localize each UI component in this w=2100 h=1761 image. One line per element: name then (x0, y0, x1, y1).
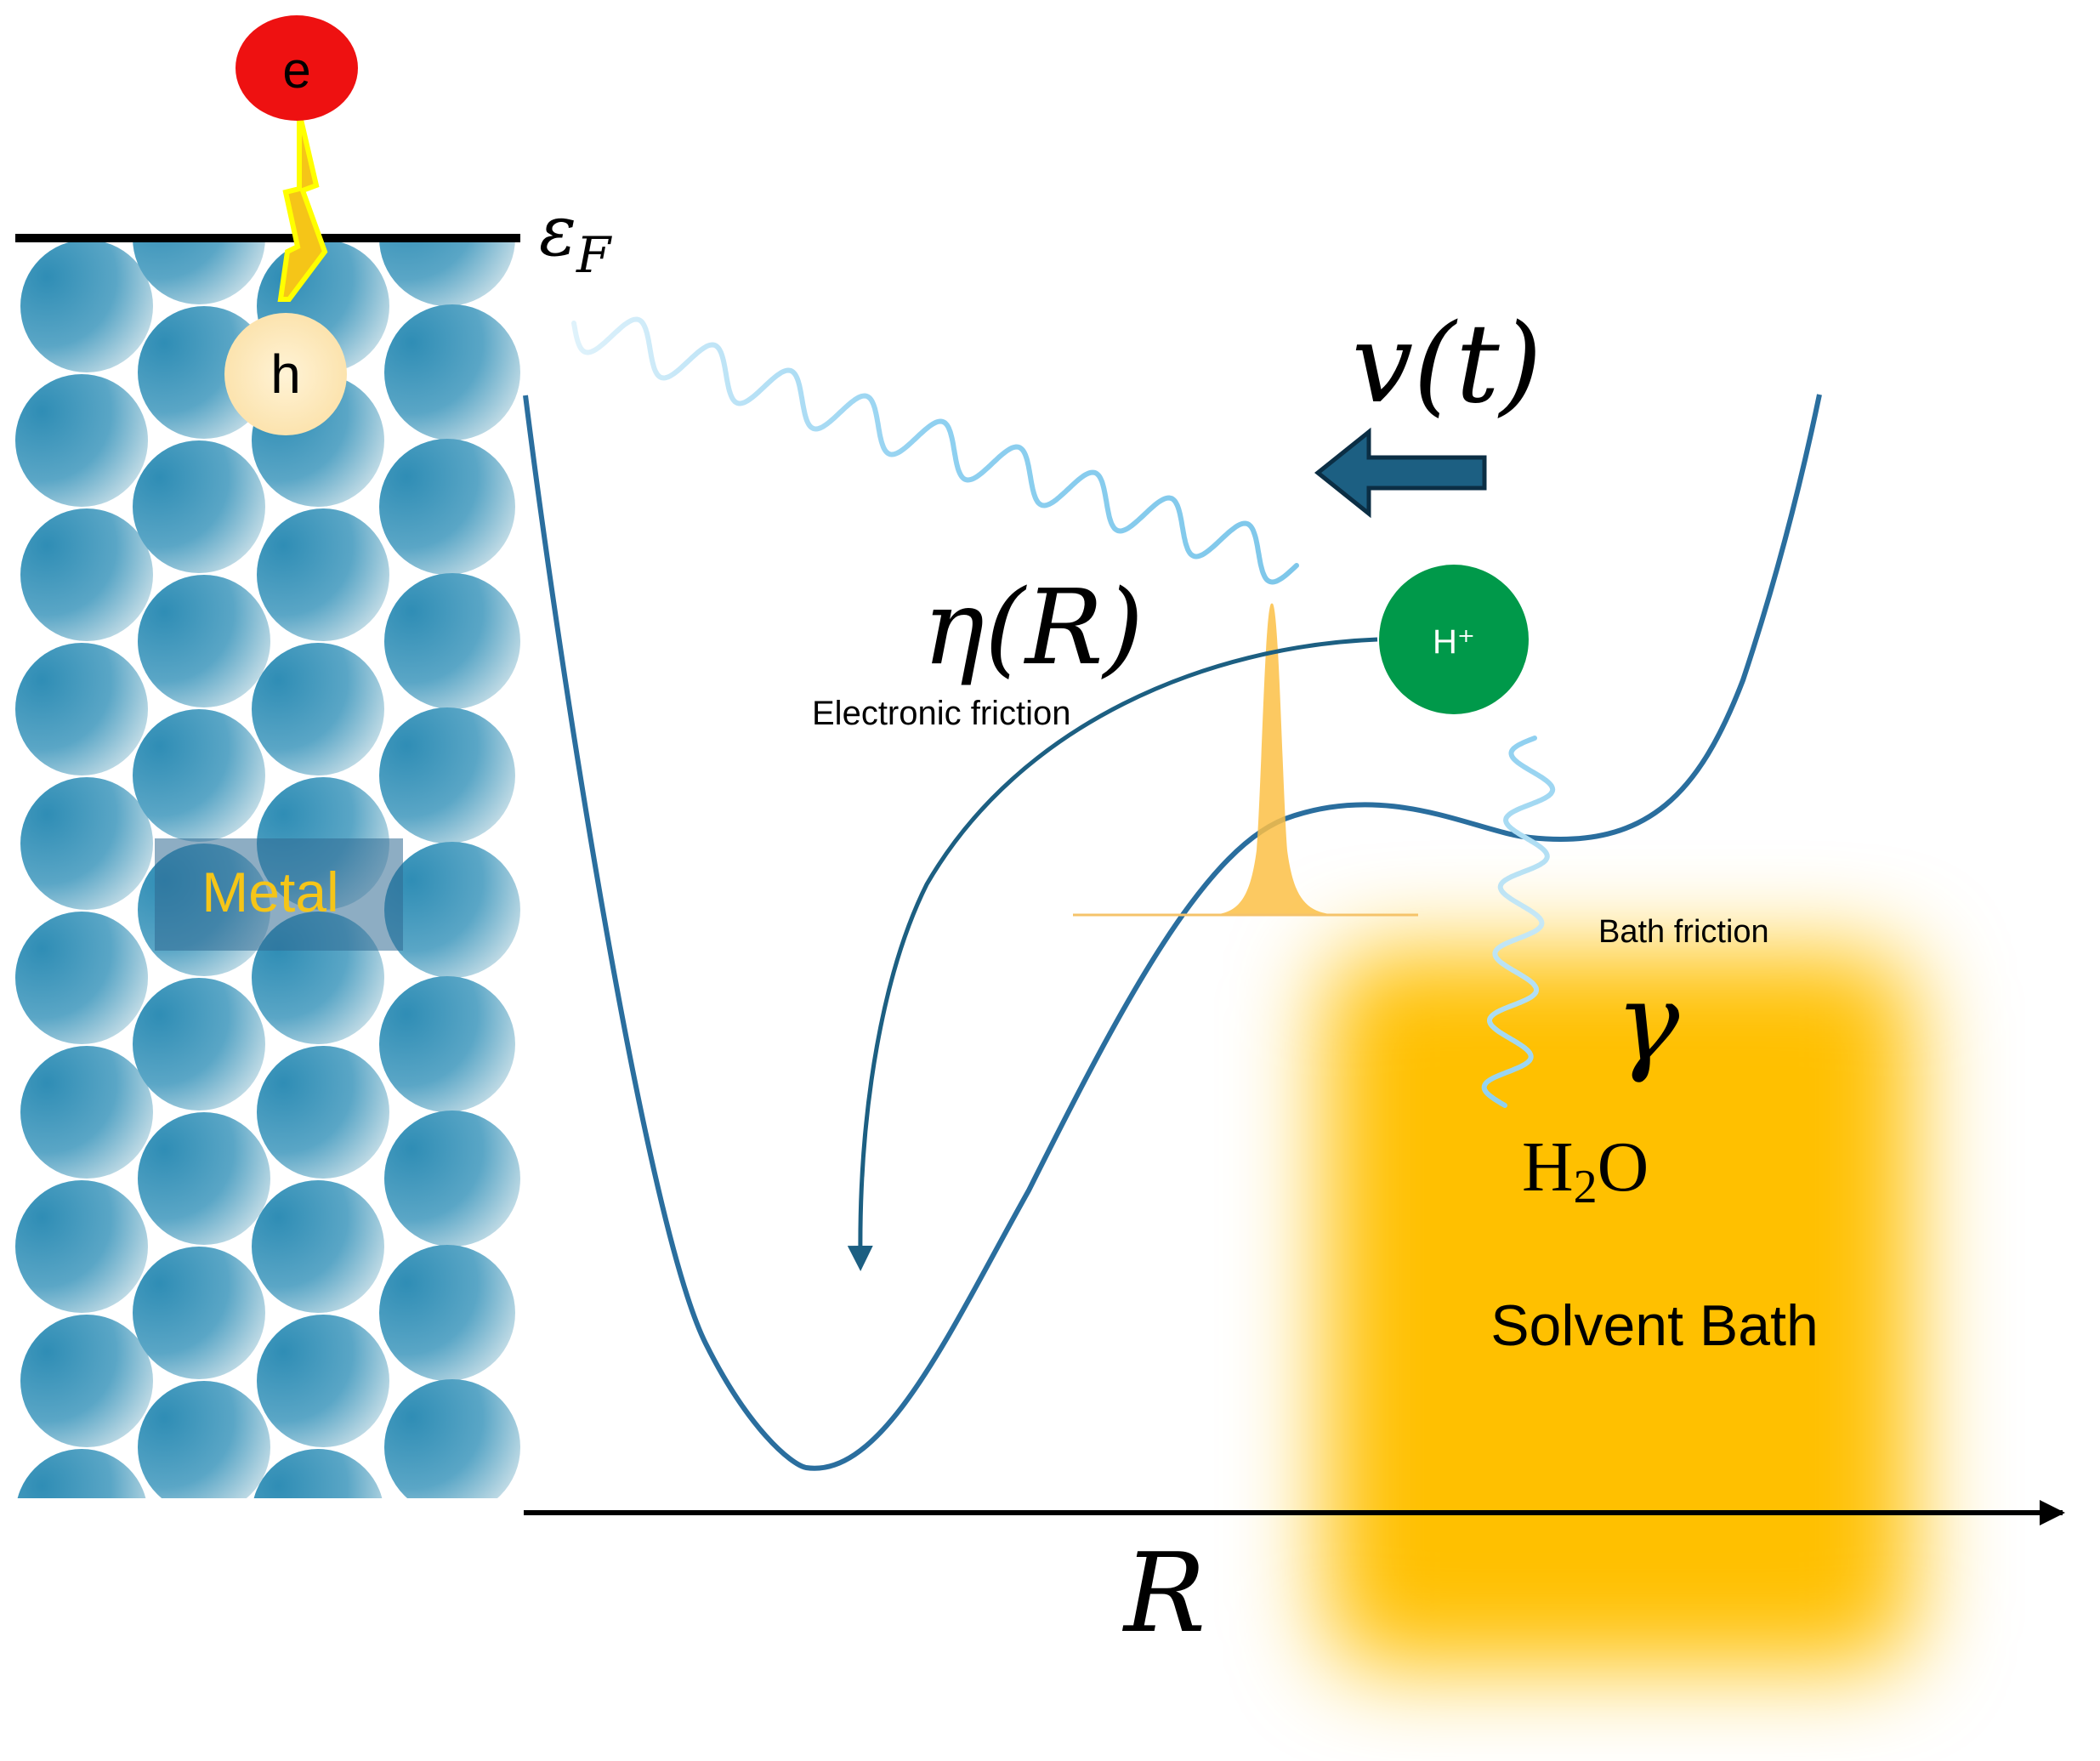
metal-atom (20, 240, 153, 372)
metal-atom (138, 575, 270, 707)
bath-friction-symbol: γ (1615, 960, 1680, 1085)
metal-atom (379, 1245, 515, 1381)
metal-atom (252, 1180, 384, 1313)
metal-atom (15, 643, 148, 775)
solvent-bath-region (1326, 952, 1913, 1667)
axis-label: R (1122, 1531, 1206, 1657)
metal-atom (17, 1449, 146, 1498)
metal-atom (20, 1315, 153, 1447)
metal-atom (20, 777, 153, 910)
hole (224, 313, 347, 435)
metal-atom (379, 238, 515, 306)
metal-atom (384, 1111, 520, 1247)
proton-trajectory-arrow (847, 637, 1378, 1271)
velocity-arrow-icon (1314, 427, 1487, 519)
metal-atom (257, 1315, 389, 1447)
metal-atom (252, 643, 384, 775)
metal-atom (133, 440, 265, 573)
metal-atom (257, 1046, 389, 1179)
metal-atom (133, 1247, 265, 1379)
excitation-bolt-icon (277, 111, 328, 302)
metal-atom (384, 1379, 520, 1498)
electron-label: e (282, 42, 310, 99)
bath-friction-caption: Bath friction (1598, 914, 1769, 950)
metal-atom (138, 1381, 270, 1498)
metal-atom (379, 976, 515, 1112)
electronic-friction-caption: Electronic friction (812, 695, 1071, 732)
metal-atom (133, 238, 265, 304)
velocity-label: v(t) (1352, 301, 1542, 428)
metal-atom (257, 508, 389, 641)
metal-atom (379, 439, 515, 575)
metal-label: Metal (201, 861, 338, 923)
metal-atom (379, 707, 515, 844)
metal-atom (20, 508, 153, 641)
bath-coupling-wave (1481, 736, 1556, 1108)
metal-atom (15, 912, 148, 1044)
electronic-friction-symbol: η(R) (922, 567, 1144, 688)
hole-label: h (270, 344, 301, 405)
electronic-coupling-wave (571, 316, 1299, 585)
metal-slab (15, 238, 520, 1498)
metal-atom (15, 1180, 148, 1313)
fermi-level-symbol: εF (539, 191, 612, 284)
potential-energy-curve (523, 394, 1822, 1471)
proton-label: H⁺ (1433, 623, 1475, 661)
water-label: H2O (1522, 1128, 1649, 1213)
solvent-bath-label: Solvent Bath (1490, 1293, 1819, 1358)
metal-atom (133, 978, 265, 1111)
metal-atom (133, 709, 265, 842)
metal-atom (384, 573, 520, 709)
metal-atom (138, 1112, 270, 1245)
metal-atom (20, 1046, 153, 1179)
metal-atom (384, 842, 520, 978)
metal-atom (384, 304, 520, 440)
metal-label-box: Metal (155, 838, 403, 951)
proton (1379, 565, 1529, 714)
friction-peak (1073, 603, 1418, 917)
electron (236, 15, 358, 121)
metal-atom (15, 374, 148, 507)
metal-atom (253, 1449, 383, 1498)
